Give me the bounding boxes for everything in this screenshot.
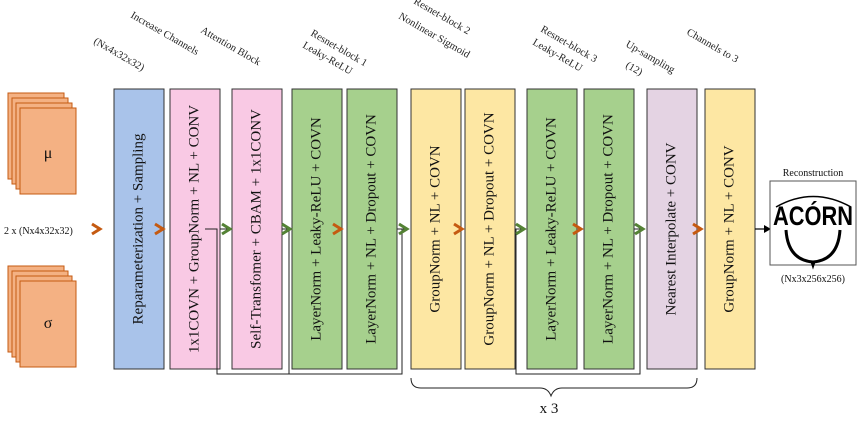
reconstruction-shape: (Nx3x256x256) [781, 274, 845, 285]
block-5-label: GroupNorm + NL + COVN [427, 145, 443, 312]
upsampling-label-b: (12) [624, 60, 645, 79]
block-2: Self-Transfomer + CBAM + 1x1CONV [231, 88, 283, 370]
input-shape-label: 2 x (Nx4x32x32) [4, 226, 73, 237]
block-0: Reparameterization + Sampling [113, 88, 165, 370]
channels-to-3-label: Channels to 3 [685, 27, 741, 65]
repeat-label: x 3 [540, 401, 559, 417]
block-3: LayerNorm + Leaky-ReLU + COVN [291, 88, 343, 370]
block-9-label: Nearest Interpolate + CONV [663, 142, 679, 315]
arrows [91, 222, 771, 236]
arrow-4-5 [398, 222, 410, 236]
block-5: GroupNorm + NL + COVN [410, 88, 462, 370]
block-0-label: Reparameterization + Sampling [130, 133, 146, 324]
arrow-3-4 [332, 222, 344, 236]
skip-connections [205, 228, 641, 375]
skip-line-1 [205, 228, 403, 375]
arrow-8-9 [634, 222, 646, 236]
arrow-input [91, 222, 103, 236]
mu-feature-maps: μ [7, 92, 77, 195]
arrow-1-2 [221, 222, 233, 236]
reconstruction-output: Reconstruction ACÓRN (Nx3x256x256) [769, 168, 857, 285]
block-3-label: LayerNorm + Leaky-ReLU + COVN [308, 117, 324, 341]
arrow-9-10 [692, 222, 704, 236]
block-10-label: GroupNorm + NL + CONV [721, 145, 737, 312]
repeat-brace [410, 377, 698, 398]
block-1-label: 1x1COVN + GroupNorm + NL + CONV [186, 105, 202, 353]
mu-label: μ [44, 145, 53, 162]
attention-block-label: Attention Block [199, 25, 263, 69]
shape-label: (Nx4x32x32) [92, 36, 147, 74]
block-10: GroupNorm + NL + CONV [704, 88, 756, 370]
acorn-stem-icon [810, 261, 816, 270]
top-labels: (Nx4x32x32) Increase Channels Attention … [92, 0, 741, 79]
block-8-label: LayerNorm + NL + Dropout + COVN [600, 114, 616, 344]
block-6: GroupNorm + NL + Dropout + COVN [464, 88, 516, 370]
reconstruction-title: Reconstruction [783, 168, 844, 179]
block-7: LayerNorm + Leaky-ReLU + COVN [526, 88, 578, 370]
sigma-label: σ [44, 315, 53, 332]
arrow-5-6 [453, 222, 465, 236]
block-2-label: Self-Transfomer + CBAM + 1x1CONV [248, 109, 264, 349]
block-7-label: LayerNorm + Leaky-ReLU + COVN [543, 117, 559, 341]
arrow-output-head [764, 225, 771, 233]
block-1: 1x1COVN + GroupNorm + NL + CONV [169, 88, 221, 370]
skip-line-3 [515, 229, 641, 375]
increase-channels-label: Increase Channels [129, 10, 201, 58]
sigma-feature-maps: σ [7, 265, 77, 368]
arrow-7-8 [572, 222, 584, 236]
acorn-cap-icon [775, 195, 852, 208]
block-4: LayerNorm + NL + Dropout + COVN [346, 88, 398, 370]
block-4-label: LayerNorm + NL + Dropout + COVN [363, 114, 379, 344]
arrow-6-7 [515, 222, 527, 236]
arrow-2-3 [281, 222, 293, 236]
arrow-0-1 [154, 222, 166, 236]
acorn-logo-text: ACÓRN [773, 200, 853, 231]
reconstruction-frame [769, 180, 857, 266]
block-9: Nearest Interpolate + CONV [646, 88, 698, 370]
block-6-label: GroupNorm + NL + Dropout + COVN [481, 112, 497, 345]
block-8: LayerNorm + NL + Dropout + COVN [583, 88, 635, 370]
